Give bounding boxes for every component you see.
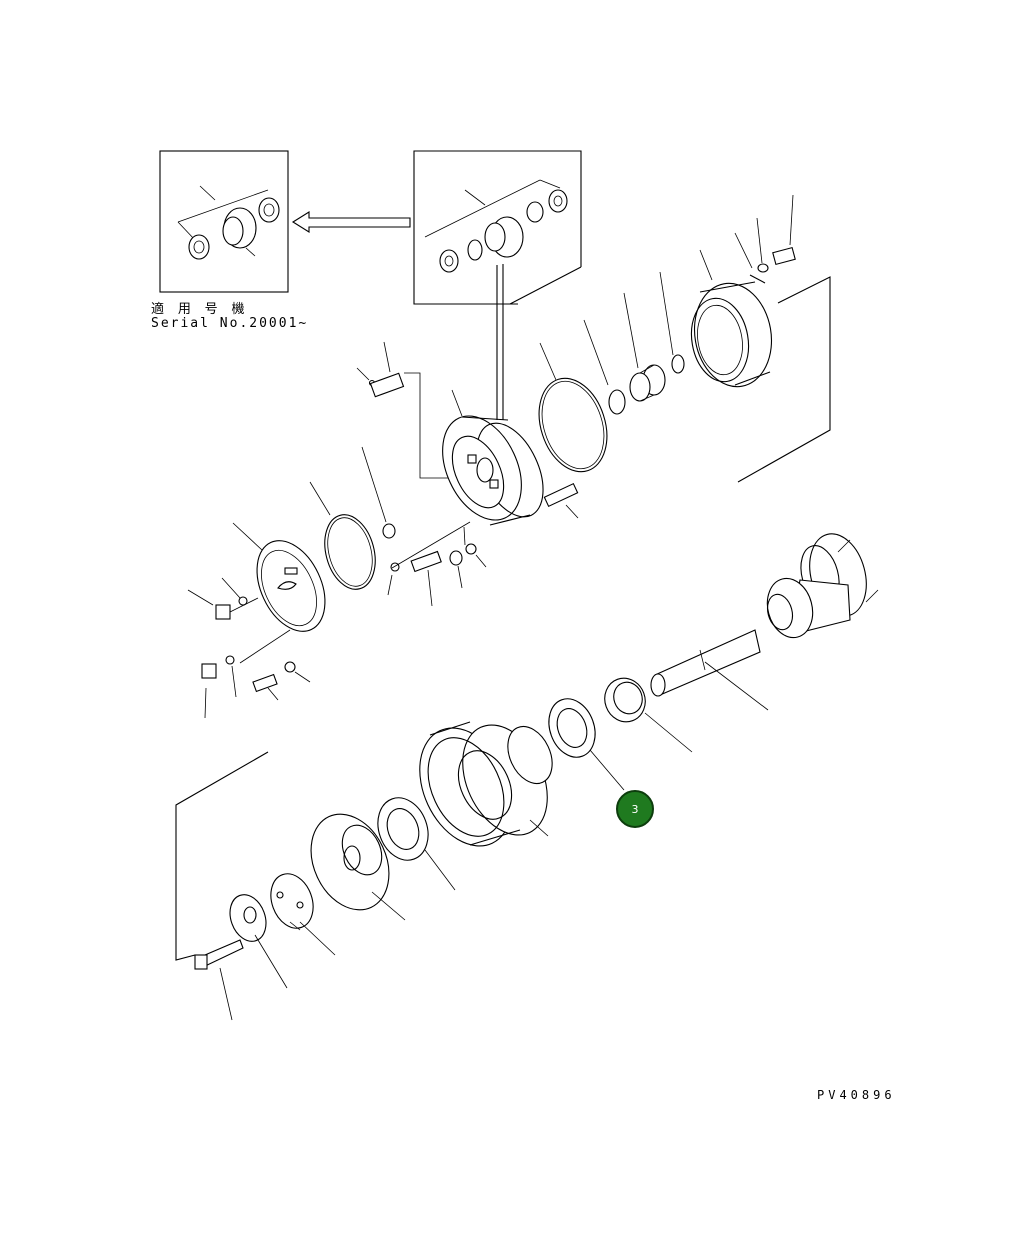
replacement-arrow <box>291 211 411 233</box>
current-inset-box <box>413 150 582 420</box>
drawing-code: PV40896 <box>817 1088 896 1102</box>
callout-number: 3 <box>631 802 639 816</box>
applicability-japanese-label: 適 用 号 機 <box>151 302 248 317</box>
serial-inset-box <box>159 150 289 293</box>
callout-3[interactable]: 3 <box>616 790 654 828</box>
serial-number-label: Serial No.20001~ <box>151 316 309 331</box>
lower-assembly <box>175 533 879 1021</box>
upper-assembly <box>187 194 831 719</box>
